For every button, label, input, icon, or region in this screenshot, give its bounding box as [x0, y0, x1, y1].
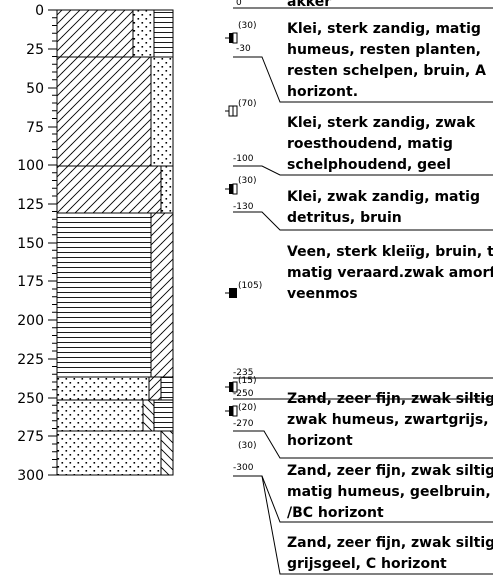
description-line: Klei, sterk zandig, matig — [287, 21, 481, 37]
description-line: Klei, zwak zandig, matig — [287, 189, 480, 205]
layer-sand-ab-fill — [57, 377, 149, 400]
layer-sand-b-humus — [143, 400, 154, 431]
description-line: humeus, resten planten, — [287, 42, 481, 58]
tick-label: 200 — [17, 313, 44, 329]
boundary-label: -270 — [233, 419, 254, 429]
description-line: akker — [287, 0, 331, 10]
description-line: matig humeus, geelbruin, B — [287, 484, 493, 500]
sample-marker — [225, 106, 237, 116]
layer-clay-rusty-sand — [151, 57, 173, 166]
layer-clay-rusty-fill — [57, 57, 151, 166]
description-line: veenmos — [287, 286, 358, 302]
layer-sand-ab-peat — [161, 377, 173, 400]
description-line: Veen, sterk kleiïg, bruin, top — [287, 244, 493, 260]
sample-label: (70) — [238, 99, 256, 109]
tick-label: 225 — [17, 352, 44, 368]
lithology-column — [57, 10, 173, 475]
boundary-label: -235 — [233, 368, 253, 378]
description-line: /BC horizont — [287, 505, 384, 521]
connector-line — [233, 431, 493, 458]
sample-label: (105) — [238, 281, 262, 291]
description-line: zwak humeus, zwartgrijs, AB — [287, 412, 493, 428]
depth-axis: 0 25 50 75 100 125 150 175 200 225 250 2… — [17, 3, 57, 484]
boundary-label: 0 — [236, 0, 242, 8]
boundary-label: -30 — [236, 44, 251, 54]
layer-peat-fill — [57, 213, 151, 377]
sample-label: (20) — [238, 403, 256, 413]
layer-sand-c-humus — [161, 431, 173, 475]
description-line: Zand, zeer fijn, zwak siltig, — [287, 463, 493, 479]
sample-markers: (30) (70) (30) (105) (15) ( — [225, 21, 262, 451]
tick-label: 300 — [17, 468, 44, 484]
tick-label: 25 — [26, 42, 44, 58]
boundary-label: -130 — [233, 202, 254, 212]
layer-clay-sandy-fill — [57, 10, 133, 57]
layer-clay-sandy-peat — [154, 10, 173, 57]
tick-label: 150 — [17, 236, 44, 252]
layer-sand-b-fill — [57, 400, 143, 431]
description-line: detritus, bruin — [287, 210, 402, 226]
horizon-descriptions: akker Klei, sterk zandig, matig humeus, … — [287, 0, 493, 572]
layer-peat-clay — [151, 213, 173, 377]
description-line: grijsgeel, C horizont — [287, 556, 447, 572]
description-line: Klei, sterk zandig, zwak — [287, 115, 476, 131]
sample-label: (30) — [238, 176, 256, 186]
tick-label: 125 — [17, 197, 44, 213]
description-line: schelphoudend, geel — [287, 157, 451, 173]
description-line: resten schelpen, bruin, A — [287, 63, 486, 79]
sample-marker — [225, 33, 237, 43]
tick-label: 175 — [17, 274, 44, 290]
description-line: Zand, zeer fijn, zwak siltig, — [287, 391, 493, 407]
tick-label: 0 — [35, 3, 44, 19]
sample-marker — [225, 184, 237, 194]
sample-label: (30) — [238, 441, 256, 451]
boundary-label: -250 — [233, 389, 254, 399]
tick-label: 50 — [26, 81, 44, 97]
boundary-label: -100 — [233, 154, 254, 164]
description-line: Zand, zeer fijn, zwak siltig, — [287, 535, 493, 551]
boundary-label: -300 — [233, 463, 254, 473]
description-line: matig veraard.zwak amorf — [287, 265, 493, 281]
sample-marker — [225, 288, 237, 298]
layer-sand-ab-humus — [149, 377, 161, 400]
layer-sand-c-fill — [57, 431, 161, 475]
tick-label: 250 — [17, 391, 44, 407]
layer-sand-b-peat — [154, 400, 173, 431]
description-line: horizont. — [287, 84, 358, 100]
layer-clay-detritus-fill — [57, 166, 161, 213]
tick-label: 100 — [17, 158, 44, 174]
sample-marker — [225, 406, 237, 416]
layer-clay-sandy-sand — [133, 10, 154, 57]
description-line: roesthoudend, matig — [287, 136, 453, 152]
tick-label: 275 — [17, 429, 44, 445]
description-line: horizont — [287, 433, 353, 449]
sample-label: (30) — [238, 21, 256, 31]
tick-label: 75 — [26, 120, 44, 136]
layer-clay-detritus-sand — [161, 166, 173, 213]
